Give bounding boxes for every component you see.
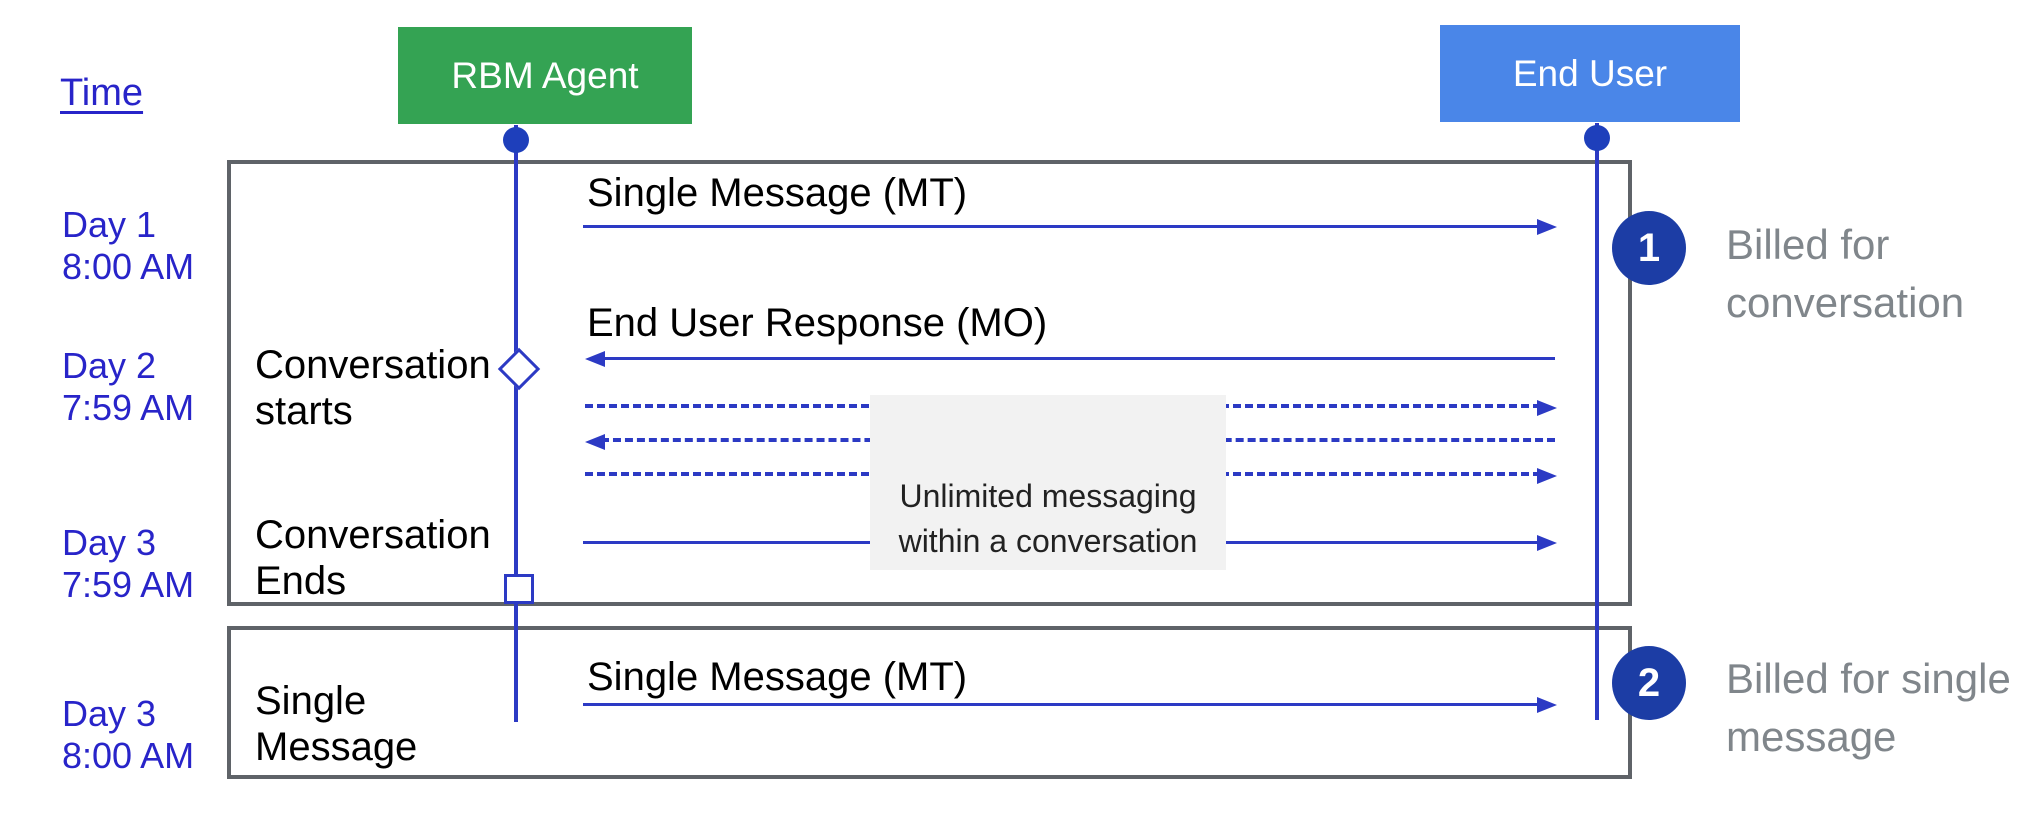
arrowhead-right-icon bbox=[1537, 697, 1557, 713]
rbm-lifeline-start-dot-icon bbox=[503, 127, 529, 153]
single-mt-message-arrow bbox=[583, 697, 1557, 713]
arrow-shaft bbox=[583, 703, 1541, 706]
arrowhead-right-icon bbox=[1537, 400, 1557, 416]
arrowhead-right-icon bbox=[1537, 219, 1557, 235]
end-user-box: End User bbox=[1440, 25, 1740, 122]
single-message-mt-label: Single Message (MT) bbox=[587, 171, 968, 215]
arrowhead-right-icon bbox=[1537, 468, 1557, 484]
single-message-mt2-label: Single Message (MT) bbox=[587, 655, 968, 699]
conversation-end-marker-icon bbox=[504, 574, 534, 604]
end-user-response-mo-label: End User Response (MO) bbox=[587, 301, 1048, 345]
end-user-label: End User bbox=[1512, 52, 1668, 94]
rbm-agent-box: RBM Agent bbox=[398, 27, 692, 124]
rbm-agent-label: RBM Agent bbox=[451, 54, 639, 96]
day3-end-time-label: Day 3 7:59 AM bbox=[62, 522, 195, 605]
billing-badge-2: 2 bbox=[1612, 646, 1686, 720]
arrowhead-right-icon bbox=[1537, 535, 1557, 551]
conversation-starts-label: Conversation starts bbox=[255, 343, 491, 433]
billing-note-single-message: Billed for single message bbox=[1726, 655, 2011, 760]
arrow-shaft bbox=[601, 357, 1555, 360]
arrow-shaft bbox=[583, 225, 1541, 228]
arrowhead-left-icon bbox=[585, 351, 605, 367]
mt-message-arrow bbox=[583, 219, 1557, 235]
arrowhead-left-icon bbox=[585, 434, 605, 450]
billing-note-conversation: Billed for conversation bbox=[1726, 221, 1965, 326]
day2-time-label: Day 2 7:59 AM bbox=[62, 345, 195, 428]
rbm-agent-lifeline bbox=[514, 125, 518, 722]
billing-badge-1-number: 1 bbox=[1637, 225, 1661, 270]
single-message-event-label: Single Message bbox=[255, 679, 418, 769]
conversation-frame bbox=[227, 160, 1632, 606]
day1-time-label: Day 1 8:00 AM bbox=[62, 204, 195, 287]
unlimited-messaging-note-box: Unlimited messaging within a conversatio… bbox=[870, 395, 1226, 570]
time-axis-link[interactable]: Time bbox=[60, 72, 144, 114]
conversation-ends-label: Conversation Ends bbox=[255, 513, 491, 603]
end-user-lifeline-start-dot-icon bbox=[1584, 125, 1610, 151]
end-user-lifeline bbox=[1595, 123, 1599, 720]
unlimited-messaging-note-text: Unlimited messaging within a conversatio… bbox=[898, 478, 1198, 559]
day3-single-time-label: Day 3 8:00 AM bbox=[62, 693, 195, 776]
mo-response-arrow bbox=[585, 351, 1555, 367]
billing-badge-2-number: 2 bbox=[1637, 660, 1661, 705]
billing-badge-1: 1 bbox=[1612, 211, 1686, 285]
